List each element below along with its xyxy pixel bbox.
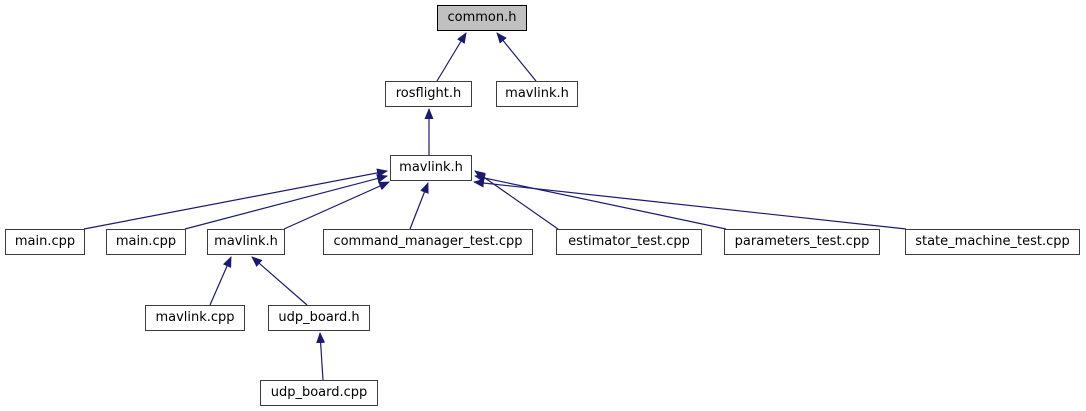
node-rosflight-h[interactable]: rosflight.h xyxy=(385,81,472,107)
node-udp-board-h[interactable]: udp_board.h xyxy=(268,305,370,331)
node-main-cpp-1[interactable]: main.cpp xyxy=(5,229,85,255)
edge-mavlink_cpp-mavlink_h_low xyxy=(209,256,232,306)
edge-mavlink_h_low-mavlink_h_mid xyxy=(283,181,390,230)
node-mavlink-cpp[interactable]: mavlink.cpp xyxy=(145,305,245,331)
edge-rosflight_h-common_h xyxy=(436,32,467,82)
node-state-machine-test-cpp[interactable]: state_machine_test.cpp xyxy=(905,229,1080,255)
edge-state_machine_test_cpp-mavlink_h_mid xyxy=(473,178,907,230)
node-estimator-test-cpp[interactable]: estimator_test.cpp xyxy=(556,229,702,255)
node-command-manager-test-cpp[interactable]: command_manager_test.cpp xyxy=(323,229,533,255)
node-udp-board-cpp[interactable]: udp_board.cpp xyxy=(260,380,378,406)
edges xyxy=(83,32,907,381)
node-mavlink-h-low[interactable]: mavlink.h xyxy=(207,229,285,255)
edge-udp_board_h-mavlink_h_low xyxy=(251,256,308,306)
edge-main_cpp_1-mavlink_h_mid xyxy=(83,168,388,230)
edge-parameters_test_cpp-mavlink_h_mid xyxy=(474,173,727,230)
node-mavlink-h-mid[interactable]: mavlink.h xyxy=(390,155,472,181)
node-main-cpp-2[interactable]: main.cpp xyxy=(106,229,186,255)
node-common-h[interactable]: common.h xyxy=(437,5,527,31)
node-mavlink-h-top[interactable]: mavlink.h xyxy=(496,81,578,107)
edge-estimator_test_cpp-mavlink_h_mid xyxy=(474,170,559,230)
edge-mavlink_h_top-common_h xyxy=(496,32,537,82)
edge-command_manager_test_cpp-mavlink_h_mid xyxy=(409,182,429,230)
edge-main_cpp_2-mavlink_h_mid xyxy=(184,174,388,230)
node-parameters-test-cpp[interactable]: parameters_test.cpp xyxy=(724,229,880,255)
edge-udp_board_cpp-udp_board_h xyxy=(316,332,326,381)
